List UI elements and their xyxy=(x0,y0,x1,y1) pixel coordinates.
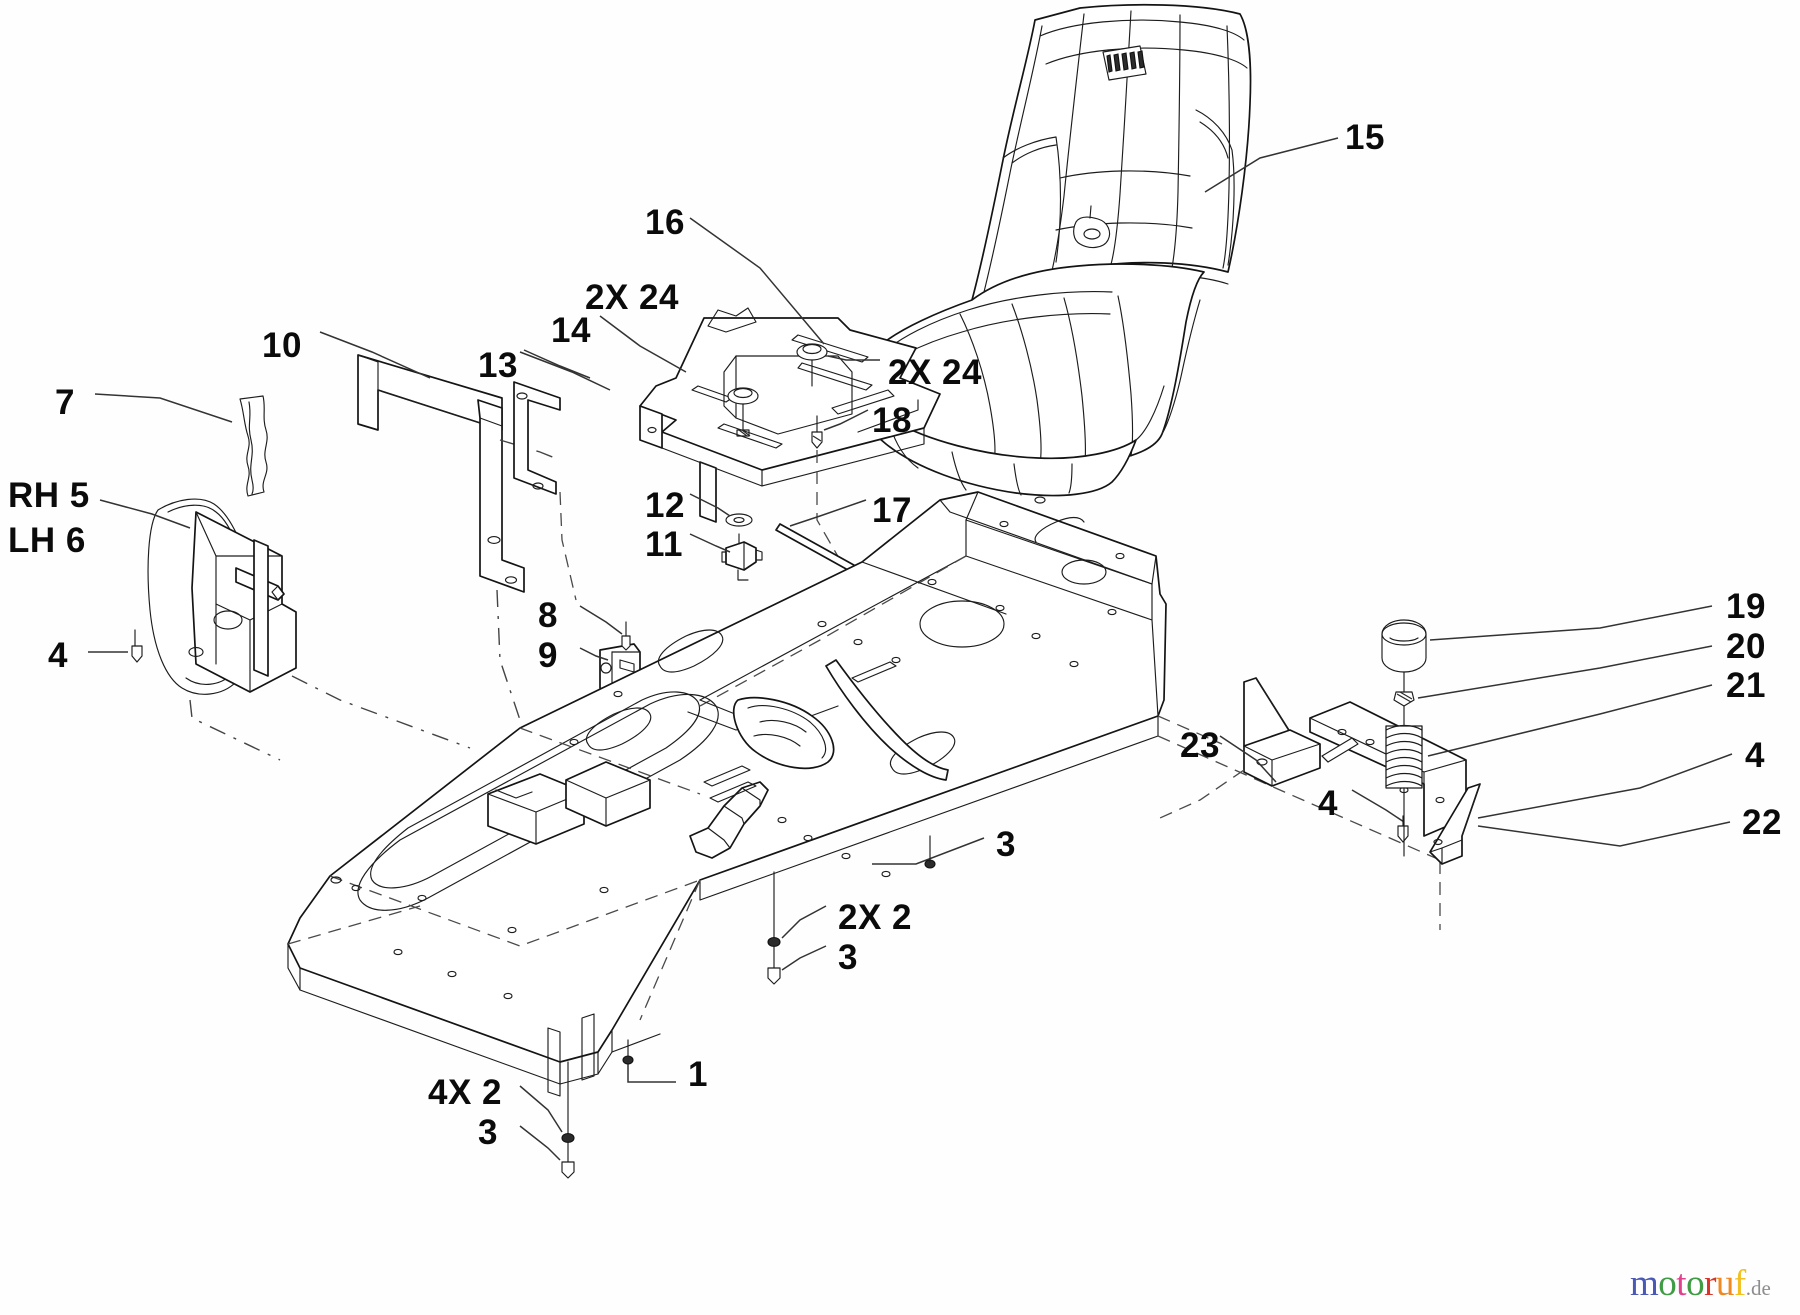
callout-lh-6: LH 6 xyxy=(8,520,86,560)
callout-4-left: 4 xyxy=(48,636,68,675)
callout-22: 22 xyxy=(1742,803,1782,842)
part-7-grip-strip xyxy=(94,393,268,497)
part-22-bracket-arm xyxy=(1429,783,1731,865)
callout-4-mid: 4 xyxy=(1318,784,1338,823)
callout-rh-5: RH 5 xyxy=(8,476,90,515)
wm-suffix: .de xyxy=(1745,1276,1771,1300)
wm-letter-u: u xyxy=(1715,1263,1735,1304)
callout-2x24-b: 2X 24 xyxy=(888,353,982,392)
callout-23: 23 xyxy=(1180,726,1220,765)
callout-1-a: 1 xyxy=(688,1055,708,1094)
callout-4-right: 4 xyxy=(1745,736,1765,775)
seat-assembly xyxy=(856,3,1339,497)
wm-letter-t: t xyxy=(1676,1263,1687,1304)
callout-10: 10 xyxy=(262,326,302,365)
callout-8: 8 xyxy=(538,596,558,635)
wm-letter-m: m xyxy=(1630,1263,1659,1304)
callout-18: 18 xyxy=(872,401,912,440)
callout-20: 20 xyxy=(1726,627,1766,666)
parts-19-20-21-spring-assembly xyxy=(1381,605,1733,857)
callout-9: 9 xyxy=(538,636,558,675)
callout-rh-lh: RH 5 LH 6 xyxy=(8,474,90,564)
fasteners-4x2-3 xyxy=(519,1061,575,1179)
part-14-seat-plate xyxy=(519,217,941,523)
callout-15: 15 xyxy=(1345,118,1385,157)
wm-letter-o1: o xyxy=(1658,1263,1677,1304)
fasteners-2x2-3 xyxy=(767,871,827,985)
callout-21: 21 xyxy=(1726,666,1766,705)
motoruf-watermark: motoruf.de xyxy=(1630,1262,1771,1305)
callout-19: 19 xyxy=(1726,587,1766,626)
part-24-nut-a xyxy=(727,387,759,437)
part-11-fitting xyxy=(689,533,763,581)
wm-letter-f: f xyxy=(1733,1263,1746,1304)
callout-4x2: 4X 2 xyxy=(428,1073,502,1112)
callout-2x24-a: 2X 24 xyxy=(585,278,679,317)
callout-17: 17 xyxy=(872,491,912,530)
callout-16: 16 xyxy=(645,203,685,242)
callout-3-c: 3 xyxy=(478,1113,498,1152)
callout-3-b: 3 xyxy=(838,938,858,977)
callout-3-a: 3 xyxy=(996,825,1016,864)
wm-letter-o2: o xyxy=(1686,1263,1705,1304)
part-10-bracket xyxy=(319,331,561,721)
seat-logo-badge xyxy=(1102,45,1147,81)
part-1-main-frame xyxy=(287,491,1441,1097)
callout-12: 12 xyxy=(645,486,685,525)
wm-letter-r: r xyxy=(1704,1263,1716,1304)
spring-coil xyxy=(1385,724,1423,789)
callout-2x2: 2X 2 xyxy=(838,898,912,937)
part-24-nut-b xyxy=(796,343,828,387)
part-18-screw xyxy=(811,409,869,561)
part-12-washer xyxy=(689,493,753,527)
callout-14: 14 xyxy=(551,311,591,350)
part-5-6-pedal-levers xyxy=(88,498,471,761)
part-13-bracket xyxy=(513,349,591,601)
callout-11: 11 xyxy=(645,525,683,564)
callout-13: 13 xyxy=(478,346,518,385)
part-23-bracket-bar xyxy=(1159,677,1467,930)
callout-7: 7 xyxy=(55,383,75,422)
